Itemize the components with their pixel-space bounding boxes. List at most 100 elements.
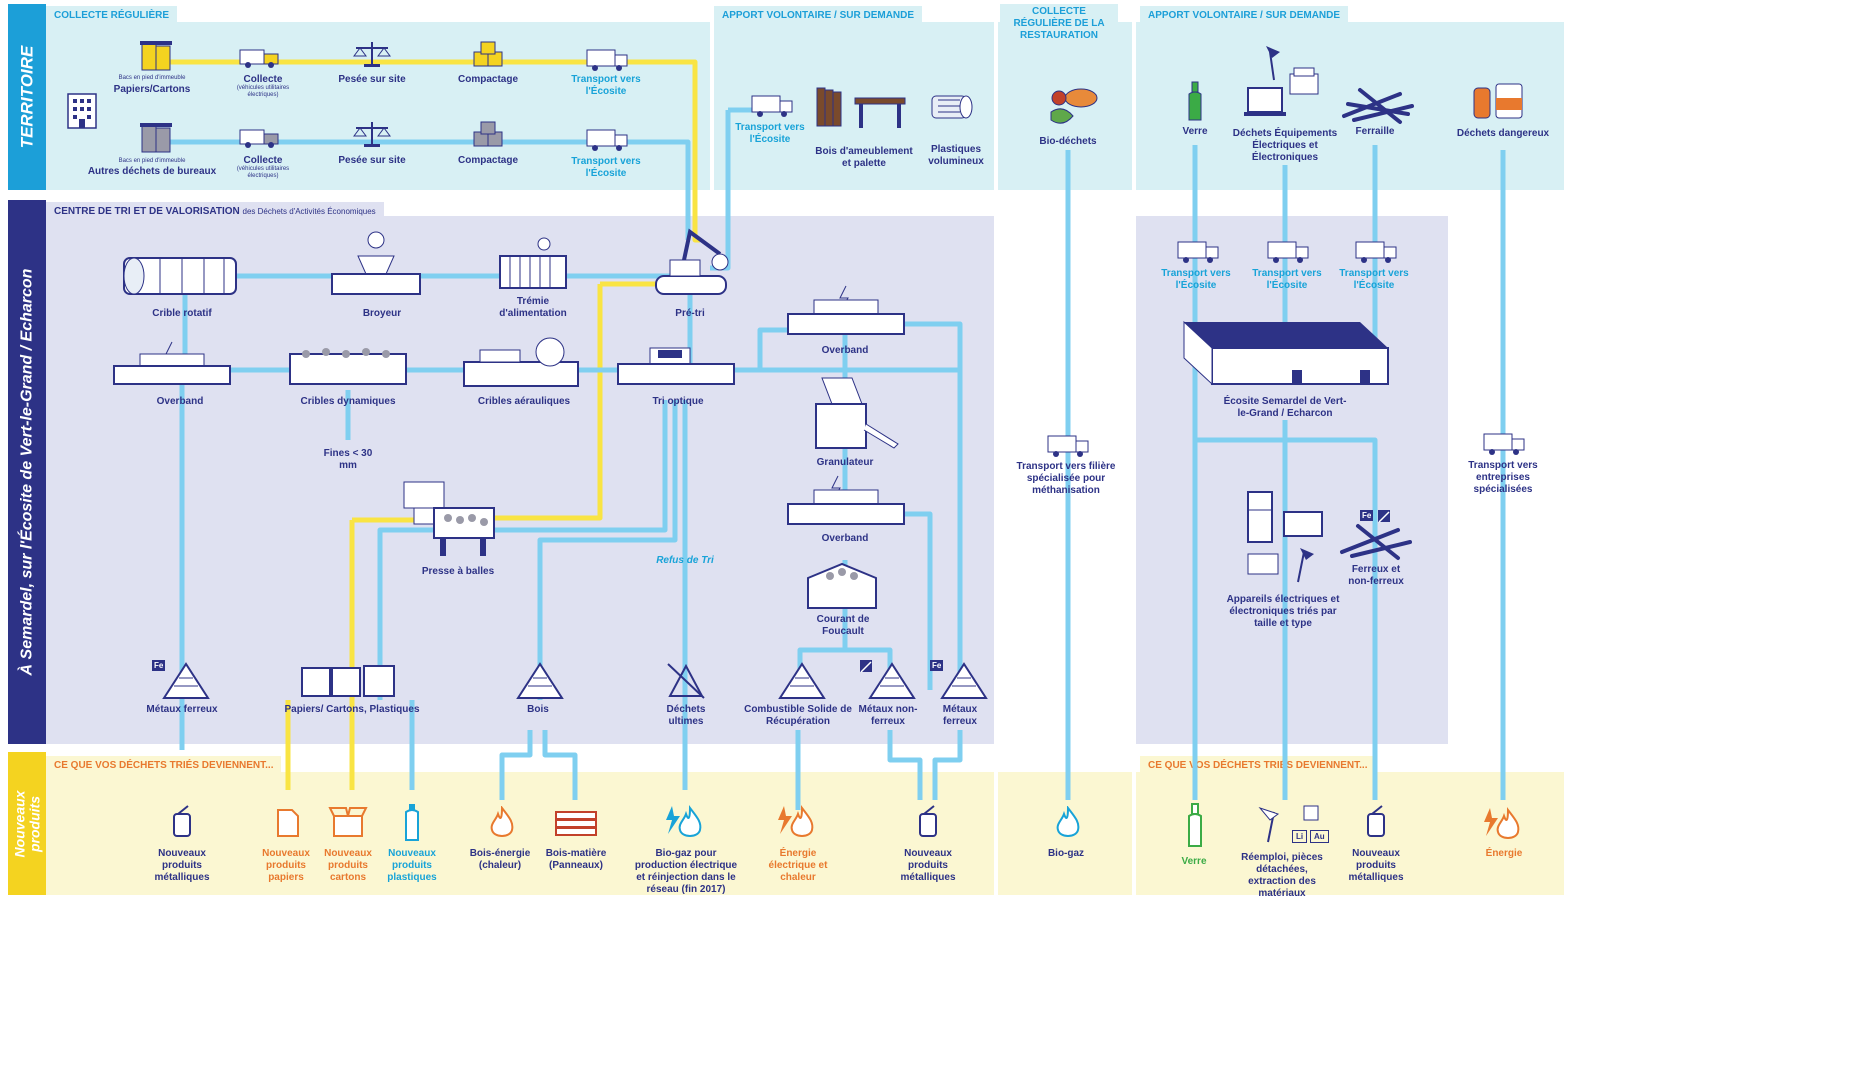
row2-transport: Transport vers l'Écosite [571,156,641,179]
ecosite-transport-3: Transport vers l'Écosite [1339,268,1409,291]
ecosite-transport-entreprises: Transport vers entreprises spécialisées [1468,460,1538,495]
flow-line-ecosite-out [1195,420,1378,800]
truck-r1-icon [1176,240,1220,269]
row1-pesee: Pesée sur site [338,74,406,85]
dechets-ultimes-icon [664,660,708,705]
produits-band [8,752,46,895]
territoire-band [8,4,46,190]
metal-can-2-icon [916,804,940,843]
bales-icon [298,660,400,705]
produit-5: Bois-énergie (chaleur) [469,848,531,871]
flow-line-presse-out [285,517,420,790]
granulateur-icon [808,374,900,459]
centre-cribles-dynamiques: Cribles dynamiques [300,396,396,407]
row1-collecte-small: (véhicules utilitaires électriques) [236,85,290,98]
row1-compactage: Compactage [457,74,519,85]
centre-overband-3: Overband [821,533,869,544]
plastic-bottle-icon [402,802,422,847]
flow-line-tri-plastique [377,400,668,790]
out-metaux-ferreux-2: Métaux ferreux [942,704,978,727]
produit-9: Nouveaux produits métalliques [900,848,956,883]
apport2-ferraille: Ferraille [1355,126,1395,137]
centre-overband-2: Overband [821,345,869,356]
truck-r2-icon [1266,240,1310,269]
appliances-icon [1244,488,1334,593]
produit-1: Nouveaux produits métalliques [154,848,210,883]
overband-3-icon [784,474,908,535]
tremie-icon [496,236,570,297]
produit-12: Réemploi, pièces détachées, extraction d… [1241,852,1323,899]
restauration-biodechets: Bio-déchets [1039,136,1097,147]
ferraille-icon [1340,86,1416,131]
centre-refus: Refus de Tri [656,555,714,566]
deee-icon [1244,44,1324,125]
badge-fe-2: Fe [930,660,944,671]
badge-fe-crossed-2 [1378,510,1390,523]
section-centre-tri: CENTRE DE TRI ET DE VALORISATION des Déc… [46,202,384,221]
truck-r4-icon [1482,432,1526,461]
produits-zone-3 [1136,772,1564,895]
glass-bottle-2-icon [1184,802,1206,853]
overband-1-icon [110,340,234,393]
truck-3-icon [750,94,794,123]
metal-can-icon [170,804,194,843]
truck-electric-2-icon [238,124,282,155]
row2-bac-small: Bacs en pied d'immeuble [118,158,186,164]
badge-fe-3: Fe [1360,510,1374,521]
apport2-dangereux: Déchets dangereux [1456,128,1550,139]
overband-2-icon [784,284,908,345]
row2-compactage: Compactage [457,155,519,166]
bio-transport: Transport vers filière spécialisée pour … [1016,461,1116,496]
paper-icon [276,808,300,843]
pile-csr-icon [776,660,828,705]
ecosite-name: Écosite Semardel de Vert-le-Grand / Echa… [1223,396,1347,419]
produits-zone-1 [46,772,994,895]
truck-icon [585,48,629,77]
truck-electric-icon [238,44,282,75]
produit-8: Énergie électrique et chaleur [768,848,828,883]
produit-6: Bois-matière (Panneaux) [545,848,607,871]
scale-2-icon [352,120,392,153]
badge-fe-crossed [860,660,872,673]
row1-bac-small: Bacs en pied d'immeuble [118,75,186,81]
flow-line-bois-out [499,730,578,800]
out-metaux-nonferreux: Métaux non-ferreux [858,704,918,727]
produit-13: Nouveaux produits métalliques [1348,848,1404,883]
centre-band [8,200,46,744]
centre-broyeur: Broyeur [362,308,402,319]
ecosite-ferreux: Ferreux et non-ferreux [1348,564,1404,587]
pile-metaux-nonferreux-icon [866,660,918,705]
truck-2-icon [585,128,629,157]
centre-tri-optique: Tri optique [652,396,704,407]
section-apport-volontaire-1: APPORT VOLONTAIRE / SUR DEMANDE [714,6,923,25]
apport2-deee: Déchets Équipements Électriques et Élect… [1232,128,1338,163]
section-apport-volontaire-2: APPORT VOLONTAIRE / SUR DEMANDE [1140,6,1349,25]
building-icon [66,90,98,130]
apport1-transport: Transport vers l'Écosite [735,122,805,145]
centre-granulateur: Granulateur [816,457,874,468]
apport1-plastiques: Plastiques volumineux [928,144,984,167]
row1-bac-label: Papiers/Cartons [113,84,191,95]
biodechets-icon [1045,86,1103,135]
badge-fe-1: Fe [152,660,166,671]
pile-bois-icon [514,660,566,705]
flow-line-papiers [155,59,700,243]
centre-presse: Presse à balles [421,566,495,577]
plastic-roll-icon [930,90,974,127]
centre-cribles-aerauliques: Cribles aérauliques [477,396,571,407]
cribles-dynamiques-icon [286,344,410,395]
biogaz-flame-icon [1054,805,1082,845]
produit-2: Nouveaux produits papiers [262,848,310,883]
biogaz-energy-icon [664,804,704,843]
broyeur-icon [328,228,424,303]
out-dechets-ultimes: Déchets ultimes [666,704,706,727]
metal-can-3-icon [1364,804,1388,843]
section-collecte-restauration: COLLECTE RÉGULIÈRE DE LA RESTAURATION [1000,4,1118,44]
flow-line-autres [155,139,691,240]
produit-10: Bio-gaz [1047,848,1085,859]
centre-pre-tri: Pré-tri [675,308,705,319]
ecosite-transport-2: Transport vers l'Écosite [1252,268,1322,291]
bin-yellow-icon [138,38,174,77]
presse-balles-icon [400,478,500,565]
tri-optique-icon [614,340,738,393]
